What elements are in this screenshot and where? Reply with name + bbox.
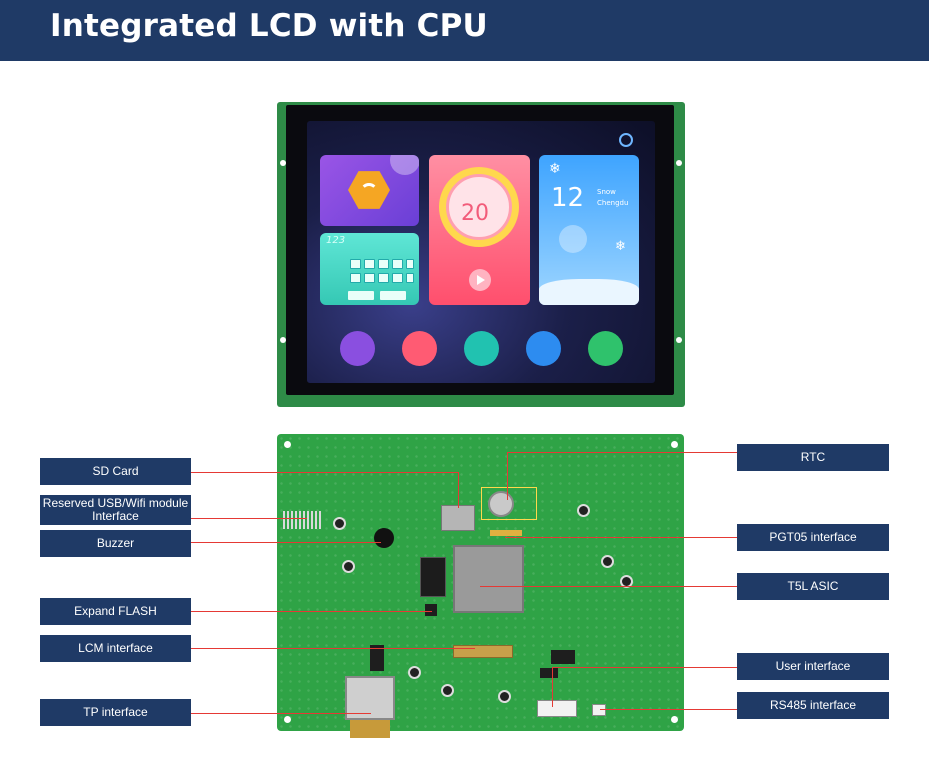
keypad-key bbox=[406, 273, 414, 283]
pcb-back bbox=[277, 434, 684, 731]
keypad-key bbox=[378, 273, 389, 283]
rs485-connector bbox=[592, 704, 606, 716]
snowflake-icon: ❄ bbox=[549, 161, 561, 177]
user-interface-connector bbox=[537, 700, 577, 717]
leader-line bbox=[507, 452, 737, 453]
leader-line bbox=[600, 709, 737, 710]
sd-card-slot bbox=[441, 505, 475, 531]
usb-wifi-header bbox=[283, 511, 321, 529]
leader-line bbox=[480, 586, 737, 587]
label-expand-flash: Expand FLASH bbox=[40, 598, 191, 625]
temperature-card: 20 bbox=[429, 155, 530, 305]
keypad-key bbox=[392, 273, 403, 283]
sun-icon bbox=[619, 133, 633, 147]
ic-chip bbox=[425, 604, 437, 616]
capacitor bbox=[408, 666, 421, 679]
decor-bubble bbox=[559, 225, 587, 253]
weather-city: Chengdu bbox=[597, 199, 629, 207]
rtc-battery-frame bbox=[481, 487, 537, 520]
play-icon bbox=[469, 269, 491, 291]
keypad-key bbox=[350, 259, 361, 269]
keypad-key bbox=[378, 259, 389, 269]
leader-line bbox=[191, 472, 459, 473]
edit-icon bbox=[340, 331, 375, 366]
weather-text: Snow Chengdu bbox=[597, 187, 628, 209]
cloud-icon bbox=[402, 331, 437, 366]
page-title: Integrated LCD with CPU bbox=[50, 8, 488, 44]
leader-line bbox=[552, 667, 737, 668]
label-usb-wifi: Reserved USB/Wifi module Interface bbox=[40, 495, 191, 525]
weather-condition: Snow bbox=[597, 188, 616, 196]
weather-card: ❄ 12 Snow Chengdu ❄ bbox=[539, 155, 639, 305]
mount-hole bbox=[671, 716, 678, 723]
capacitor bbox=[498, 690, 511, 703]
ic-chip bbox=[540, 668, 558, 678]
leader-line bbox=[458, 472, 459, 508]
label-rtc: RTC bbox=[737, 444, 889, 471]
mount-hole bbox=[284, 716, 291, 723]
mount-hole bbox=[280, 337, 286, 343]
keypad-key bbox=[350, 273, 361, 283]
label-rs485: RS485 interface bbox=[737, 692, 889, 719]
leader-line bbox=[191, 713, 371, 714]
ic-chip bbox=[551, 650, 575, 664]
capacitor bbox=[333, 517, 346, 530]
label-t5l-asic: T5L ASIC bbox=[737, 573, 889, 600]
mount-hole bbox=[280, 160, 286, 166]
capacitor bbox=[601, 555, 614, 568]
capacitor bbox=[342, 560, 355, 573]
label-lcm-interface: LCM interface bbox=[40, 635, 191, 662]
tp-connector bbox=[345, 676, 395, 720]
leader-line bbox=[191, 518, 307, 519]
capacitor bbox=[577, 504, 590, 517]
keypad-key bbox=[392, 259, 403, 269]
leader-line bbox=[191, 648, 475, 649]
keypad-key bbox=[406, 259, 414, 269]
capacitor bbox=[441, 684, 454, 697]
leader-line bbox=[552, 667, 553, 707]
abc-icon bbox=[588, 331, 623, 366]
snow-hills bbox=[539, 279, 639, 305]
mount-hole bbox=[676, 160, 682, 166]
label-pgt05: PGT05 interface bbox=[737, 524, 889, 551]
page-header: Integrated LCD with CPU bbox=[0, 0, 929, 61]
label-tp-interface: TP interface bbox=[40, 699, 191, 726]
lcm-connector bbox=[453, 645, 513, 658]
keypad-confirm bbox=[348, 291, 374, 300]
wifi-card bbox=[320, 155, 419, 226]
pgt05-header bbox=[490, 530, 522, 536]
keypad-card: 123 bbox=[320, 233, 419, 305]
keypad-key bbox=[364, 259, 375, 269]
lcd-screen: 123 20 ❄ 12 Snow Chengdu ❄ bbox=[307, 121, 655, 383]
mount-hole bbox=[671, 441, 678, 448]
label-buzzer: Buzzer bbox=[40, 530, 191, 557]
flash-chip bbox=[420, 557, 446, 597]
apps-icon bbox=[464, 331, 499, 366]
decor-bubble bbox=[390, 155, 419, 175]
t5l-asic-chip bbox=[453, 545, 524, 613]
leader-line bbox=[191, 542, 381, 543]
leader-line bbox=[505, 537, 737, 538]
weather-temperature: 12 bbox=[551, 183, 585, 213]
wifi-icon bbox=[360, 183, 378, 201]
snowflake-icon: ❄ bbox=[615, 239, 626, 254]
temperature-dial-inner bbox=[446, 174, 512, 240]
keypad-key bbox=[364, 273, 375, 283]
capacitor bbox=[620, 575, 633, 588]
buzzer-component bbox=[374, 528, 394, 548]
mount-hole bbox=[284, 441, 291, 448]
ic-chip bbox=[370, 645, 384, 671]
temperature-value: 20 bbox=[461, 201, 489, 226]
mount-hole bbox=[676, 337, 682, 343]
list-icon bbox=[526, 331, 561, 366]
tp-ribbon bbox=[350, 720, 390, 738]
keypad-cancel bbox=[380, 291, 406, 300]
leader-line bbox=[507, 452, 508, 500]
label-sd-card: SD Card bbox=[40, 458, 191, 485]
temperature-dial bbox=[439, 167, 519, 247]
leader-line bbox=[191, 611, 432, 612]
keypad-display: 123 bbox=[326, 235, 346, 246]
rtc-coin-cell bbox=[488, 491, 514, 517]
label-user-interface: User interface bbox=[737, 653, 889, 680]
